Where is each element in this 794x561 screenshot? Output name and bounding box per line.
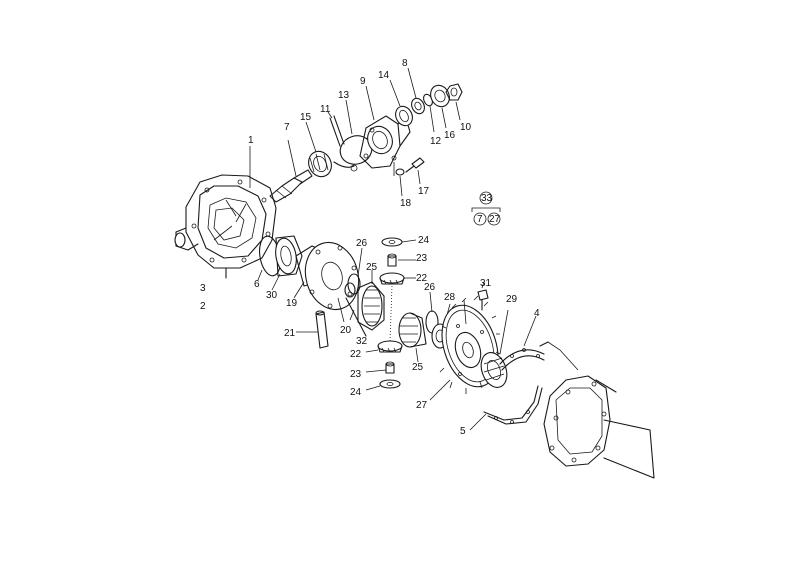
callout-18: 18 <box>400 198 412 209</box>
callout-26-lower: 26 <box>424 282 436 293</box>
upper-gasket <box>499 315 545 371</box>
callout-24-upper: 24 <box>418 235 430 246</box>
planet-washer-upper <box>381 237 417 247</box>
snap-wire <box>333 161 358 172</box>
pinion-outer-bearing <box>389 79 413 127</box>
callout-7: 7 <box>284 122 290 133</box>
callout-25-lower: 25 <box>412 362 424 373</box>
callout-19: 19 <box>286 298 298 309</box>
side-bearing <box>271 235 303 291</box>
cross-shaft <box>296 310 329 349</box>
callout-28: 28 <box>444 292 456 303</box>
callout-29: 29 <box>506 294 518 305</box>
thrust-washer-small <box>337 282 356 323</box>
callout-3: 3 <box>200 283 206 294</box>
callout-9: 9 <box>360 76 366 87</box>
crown-wheel-bolt <box>477 281 489 311</box>
callout-1: 1 <box>248 135 254 146</box>
callout-8: 8 <box>402 58 408 69</box>
differential-housing <box>174 174 277 279</box>
callout-23-lower: 23 <box>350 369 362 380</box>
callout-25-upper: 25 <box>366 262 378 273</box>
planet-bushing-lower <box>365 361 395 374</box>
pinion-shaft <box>269 139 313 203</box>
callout-14: 14 <box>378 70 390 81</box>
callout-26-upper: 26 <box>356 238 368 249</box>
callout-21: 21 <box>284 328 296 339</box>
callout-17: 17 <box>418 186 430 197</box>
side-gear-lower <box>398 312 427 363</box>
callout-10: 10 <box>460 122 472 133</box>
kit-reference <box>471 191 501 226</box>
callout-31: 31 <box>480 278 492 289</box>
pinion-nut <box>445 83 463 121</box>
housing-washer <box>393 162 405 197</box>
spacer-ring <box>407 67 425 115</box>
lower-gasket <box>469 385 543 431</box>
callout-22-upper: 22 <box>416 273 428 284</box>
callout-27: 27 <box>416 400 428 411</box>
pinion-bearing <box>305 121 332 178</box>
callout-13: 13 <box>338 90 350 101</box>
callout-5: 5 <box>460 426 466 437</box>
side-gear-upper <box>357 270 385 331</box>
shim <box>423 93 435 133</box>
callout-15: 15 <box>300 112 312 123</box>
callout-12: 12 <box>430 136 442 147</box>
pinion-bearing-housing <box>359 85 411 169</box>
planet-gear-lower <box>365 340 403 353</box>
axle-housing <box>539 341 655 479</box>
callout-32: 32 <box>356 336 368 347</box>
callout-33: 33 <box>481 193 493 204</box>
callout-20: 20 <box>340 325 352 336</box>
planet-gear-upper <box>379 272 416 285</box>
planet-bushing-upper <box>387 253 416 267</box>
planet-washer-lower <box>365 379 401 391</box>
callout-23-upper: 23 <box>416 253 428 264</box>
callout-2: 2 <box>200 301 206 312</box>
callout-11: 11 <box>320 104 331 115</box>
kit-callout-27: 27 <box>489 214 501 225</box>
callout-24-lower: 24 <box>350 387 362 398</box>
callout-labels: 1 2 3 4 5 6 7 8 9 10 11 12 13 14 15 16 1… <box>200 58 540 437</box>
callout-6: 6 <box>254 279 260 290</box>
callout-16: 16 <box>444 130 456 141</box>
lock-pin <box>345 297 367 337</box>
right-side-bearing <box>480 309 509 388</box>
callout-30: 30 <box>266 290 278 301</box>
callout-4: 4 <box>534 308 540 319</box>
thrust-washer-upper <box>347 247 363 295</box>
pinion-flange-washer <box>430 84 450 129</box>
pin <box>327 111 345 147</box>
callout-22-lower: 22 <box>350 349 362 360</box>
kit-callout-7: 7 <box>477 214 483 225</box>
housing-bolt <box>405 157 425 185</box>
